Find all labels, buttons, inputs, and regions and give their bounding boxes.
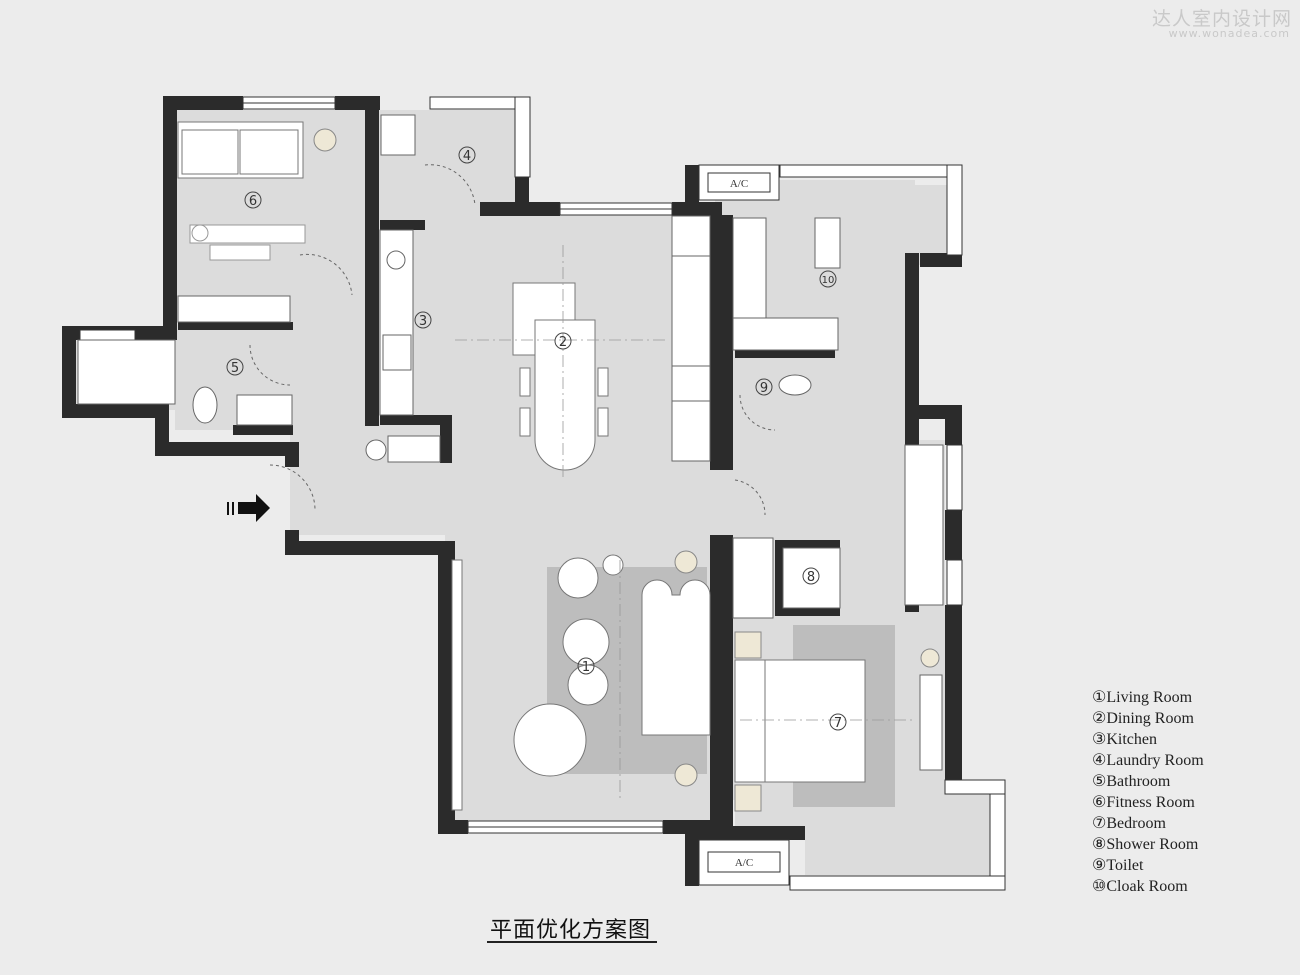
- door-swings: [249, 164, 776, 516]
- nightstand-1: [734, 631, 762, 659]
- windows: [79, 96, 1006, 891]
- legend-item-bedroom: ⑦Bedroom: [1092, 815, 1166, 832]
- room-marker-7: 7: [834, 716, 842, 731]
- desk: [904, 444, 944, 606]
- ac-unit-top: A/C: [698, 164, 780, 201]
- lamp-living-2: [674, 763, 698, 787]
- nightstand-2: [734, 784, 762, 812]
- legend-item-dining-room: ②Dining Room: [1092, 710, 1194, 727]
- fitness-cabinet: [177, 295, 291, 323]
- bath-cabinets: [732, 537, 774, 619]
- tall-cabinets: [671, 215, 711, 462]
- lamp-living-1: [674, 550, 698, 574]
- bed: [734, 659, 866, 783]
- wardrobe: [732, 217, 841, 351]
- legend-item-bathroom: ⑤Bathroom: [1092, 773, 1171, 790]
- room-marker-9: 9: [760, 381, 768, 396]
- living-furniture: [451, 554, 711, 811]
- washer-laundry: [380, 114, 416, 156]
- room-marker-8: 8: [807, 570, 815, 585]
- legend-item-cloak-room: ⑩Cloak Room: [1092, 878, 1188, 895]
- bedroom-cabinet: [919, 674, 943, 771]
- room-marker-3: 3: [419, 314, 427, 329]
- room-markers: [226, 146, 847, 731]
- svg-text:A/C: A/C: [735, 857, 753, 869]
- entry-marks: [227, 502, 234, 515]
- watermark-brand: 达人室内设计网: [1151, 8, 1292, 30]
- room-marker-6: 6: [249, 194, 257, 209]
- title-underline: [487, 941, 657, 943]
- toilet-small: [778, 374, 812, 396]
- entry-arrow-icon: [238, 494, 270, 522]
- fitness-sofa: [177, 121, 304, 179]
- watermark-url: www.wonadea.com: [1168, 27, 1290, 40]
- room-marker-1: 1: [582, 660, 590, 675]
- room-marker-5: 5: [231, 361, 239, 376]
- legend-item-laundry-room: ④Laundry Room: [1092, 752, 1204, 769]
- balcony-bench: [77, 339, 176, 405]
- kitchen-counter: [365, 229, 441, 463]
- room-legend: ①Living Room ②Dining Room ③Kitchen ④Laun…: [1092, 687, 1204, 897]
- plan-title: 平面优化方案图: [490, 918, 652, 943]
- legend-item-living-room: ①Living Room: [1092, 689, 1193, 706]
- svg-text:A/C: A/C: [730, 178, 748, 190]
- gym-equipment: [189, 224, 306, 261]
- legend-item-toilet: ⑨Toilet: [1092, 857, 1144, 874]
- shower-tray: [782, 547, 841, 609]
- lamp-bedroom: [920, 648, 940, 668]
- vanity-bathroom: [236, 394, 293, 426]
- dining-set: [512, 282, 609, 471]
- legend-item-kitchen: ③Kitchen: [1092, 731, 1157, 748]
- room-marker-4: 4: [463, 149, 471, 164]
- legend-item-shower-room: ⑧Shower Room: [1092, 836, 1199, 853]
- toilet-bathroom: [192, 386, 218, 424]
- legend-item-fitness-room: ⑥Fitness Room: [1092, 794, 1195, 811]
- center-lines: [455, 245, 915, 800]
- lamp-fitness: [313, 128, 337, 152]
- room-marker-10: 10: [822, 275, 835, 286]
- room-marker-2: 2: [559, 335, 567, 350]
- ac-unit-bottom: A/C: [698, 839, 790, 886]
